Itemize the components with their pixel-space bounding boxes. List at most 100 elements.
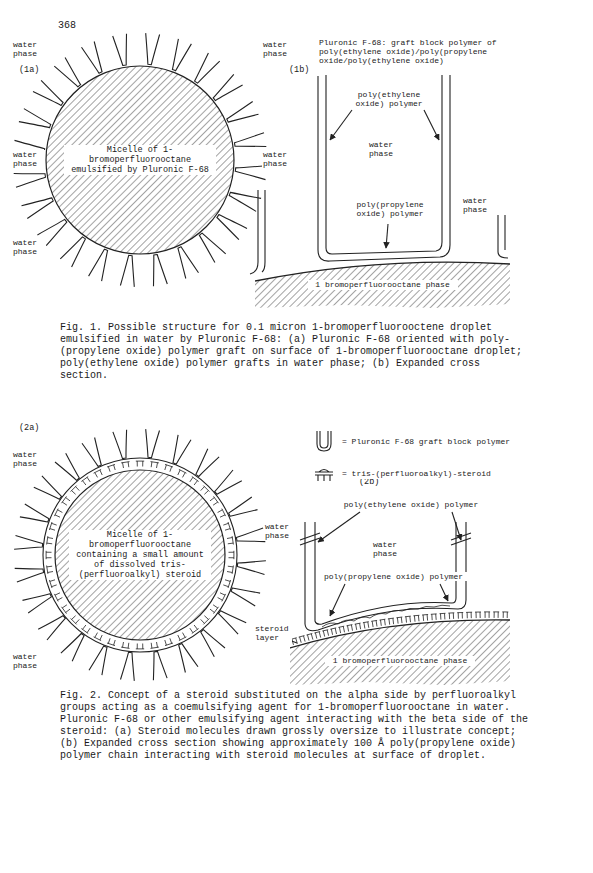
region-label: water phase	[264, 522, 298, 540]
part-label: poly(propylene oxide) polymer	[320, 572, 467, 581]
polymer-graft	[213, 74, 242, 100]
polymer-graft	[146, 33, 160, 65]
steroid-symbol	[81, 625, 90, 634]
steroid-symbol	[54, 509, 62, 518]
region-label: water phase	[372, 540, 406, 558]
polymer-graft	[173, 435, 191, 464]
leader-arrow	[330, 110, 352, 140]
steroid-symbol	[49, 522, 56, 530]
steroid-symbol	[121, 462, 129, 468]
droplet-outline	[43, 458, 237, 652]
polymer-strand	[262, 190, 265, 272]
leader-arrow	[440, 584, 448, 601]
steroid-symbol	[121, 642, 129, 648]
leader-arrow	[424, 110, 439, 140]
polymer-graft	[229, 192, 261, 211]
steroid-symbol	[136, 644, 144, 650]
polymer-graft	[23, 594, 52, 613]
polymer-graft	[229, 497, 258, 516]
steroid-symbol	[201, 486, 210, 495]
leader-arrow	[386, 224, 388, 248]
polymer-graft	[219, 611, 247, 634]
steroid-ring	[46, 461, 234, 649]
polymer-graft	[34, 476, 62, 499]
panel-label: (1b)	[288, 66, 320, 76]
panel-label: (1a)	[18, 66, 50, 76]
polymer-graft	[22, 198, 54, 219]
polymer-grafts	[14, 429, 266, 681]
polymer-graft	[153, 651, 167, 680]
steroid-symbol	[223, 522, 230, 530]
steroid-symbol	[502, 612, 508, 618]
polymer-graft	[82, 42, 103, 74]
polymer-graft	[195, 53, 220, 83]
region-label: water phase	[368, 140, 402, 158]
polymer-grafts	[13, 33, 267, 287]
steroid-symbol	[47, 566, 53, 574]
region-label: water phase	[12, 40, 46, 58]
polymer-graft	[172, 39, 191, 71]
polymer-strand	[305, 522, 466, 631]
steroid-symbol	[312, 462, 336, 486]
figure-caption: Fig. 1. Possible structure for 0.1 micro…	[60, 322, 534, 382]
polymer-graft	[20, 504, 49, 522]
polymer-strand	[318, 75, 450, 261]
steroid-symbol	[94, 633, 103, 641]
polymer-graft	[178, 247, 199, 279]
steroid-symbol	[165, 464, 173, 471]
panel-label: (2b)	[358, 478, 390, 488]
steroid-symbol	[81, 477, 90, 486]
polymer-graft	[60, 237, 85, 267]
steroid-symbol	[190, 625, 199, 634]
steroid-symbol	[330, 628, 336, 635]
panel-label: (2a)	[18, 424, 50, 434]
steroid-symbol	[62, 605, 71, 614]
region-label: water phase	[262, 40, 296, 58]
region-label: water phase	[12, 238, 46, 256]
steroid-symbol	[210, 605, 219, 614]
steroid-symbol	[363, 622, 369, 629]
region-label: water phase	[12, 150, 46, 168]
steroid-symbol	[178, 469, 187, 477]
polymer-graft	[120, 255, 134, 287]
legend-text: = Pluronic F-68 graft block polymer	[342, 437, 510, 446]
steroid-symbol	[71, 616, 80, 625]
droplet-circle: Micelle of 1-bromoperfluorooctane emulsi…	[45, 65, 235, 255]
steroid-symbol	[388, 618, 394, 625]
steroid-symbol	[466, 612, 472, 618]
polymer-graft	[179, 644, 198, 673]
polymer-graft	[15, 568, 44, 582]
polymer-graft	[227, 102, 259, 123]
steroid-symbol	[178, 633, 187, 641]
polymer-graft	[33, 80, 63, 105]
steroid-symbol	[107, 464, 115, 471]
steroid-symbol	[71, 486, 80, 495]
steroid-symbol	[151, 462, 159, 468]
region-label: water phase	[462, 196, 496, 214]
steroid-symbol	[227, 536, 233, 544]
region-label: water phase	[262, 150, 296, 168]
page-number: 368	[58, 20, 98, 32]
polymer-graft	[235, 133, 267, 147]
figure-caption: Fig. 2. Concept of a steroid substituted…	[60, 690, 534, 762]
part-label: poly(propylene oxide) polymer	[350, 200, 430, 218]
steroid-symbol	[218, 509, 226, 518]
leader-arrow	[452, 512, 461, 540]
polymer-graft	[215, 470, 242, 494]
steroid-symbol	[347, 625, 353, 632]
polymer-graft	[61, 634, 84, 662]
steroid-symbol	[136, 461, 144, 467]
region-label: water phase	[12, 450, 46, 468]
polymer-graft	[113, 34, 127, 66]
polymer-strand	[498, 215, 508, 258]
steroid-symbol	[484, 612, 490, 618]
phase-band: 1 bromoperfluorooctane phase	[255, 256, 510, 308]
polymer-strand	[250, 190, 258, 274]
polymer-graft	[89, 249, 108, 281]
polymer-graft	[113, 430, 127, 459]
phase-band-outline	[290, 612, 510, 685]
steroid-symbol	[201, 616, 210, 625]
steroid-symbol	[54, 593, 62, 602]
steroid-symbol	[46, 551, 52, 559]
steroid-symbol	[396, 617, 402, 624]
